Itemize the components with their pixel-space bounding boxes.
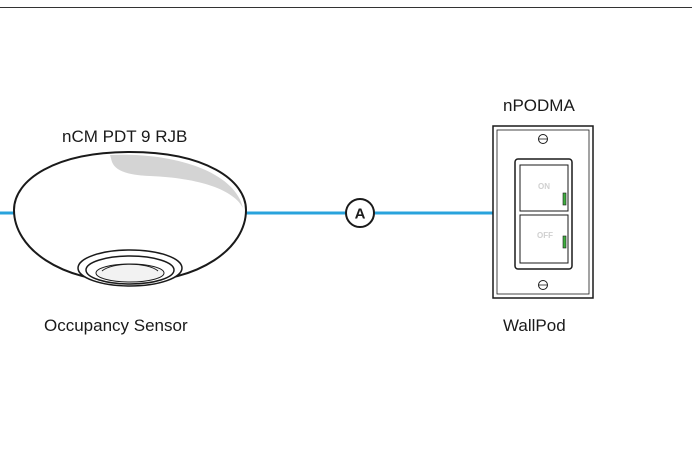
sensor-model-label: nCM PDT 9 RJB — [62, 127, 188, 146]
wallpod-description-label: WallPod — [503, 316, 566, 335]
connector-label: A — [355, 206, 366, 223]
button-on-label: ON — [538, 182, 550, 191]
sensor-description-label: Occupancy Sensor — [44, 316, 188, 335]
occupancy-sensor-icon — [12, 150, 248, 287]
off-indicator — [562, 235, 567, 249]
button-off-label: OFF — [537, 231, 553, 240]
wallpod-icon: ON OFF — [492, 125, 594, 299]
on-indicator — [562, 192, 567, 206]
wallpod-model-label: nPODMA — [503, 96, 575, 115]
top-divider — [0, 7, 692, 8]
connector-a: A — [345, 198, 375, 228]
